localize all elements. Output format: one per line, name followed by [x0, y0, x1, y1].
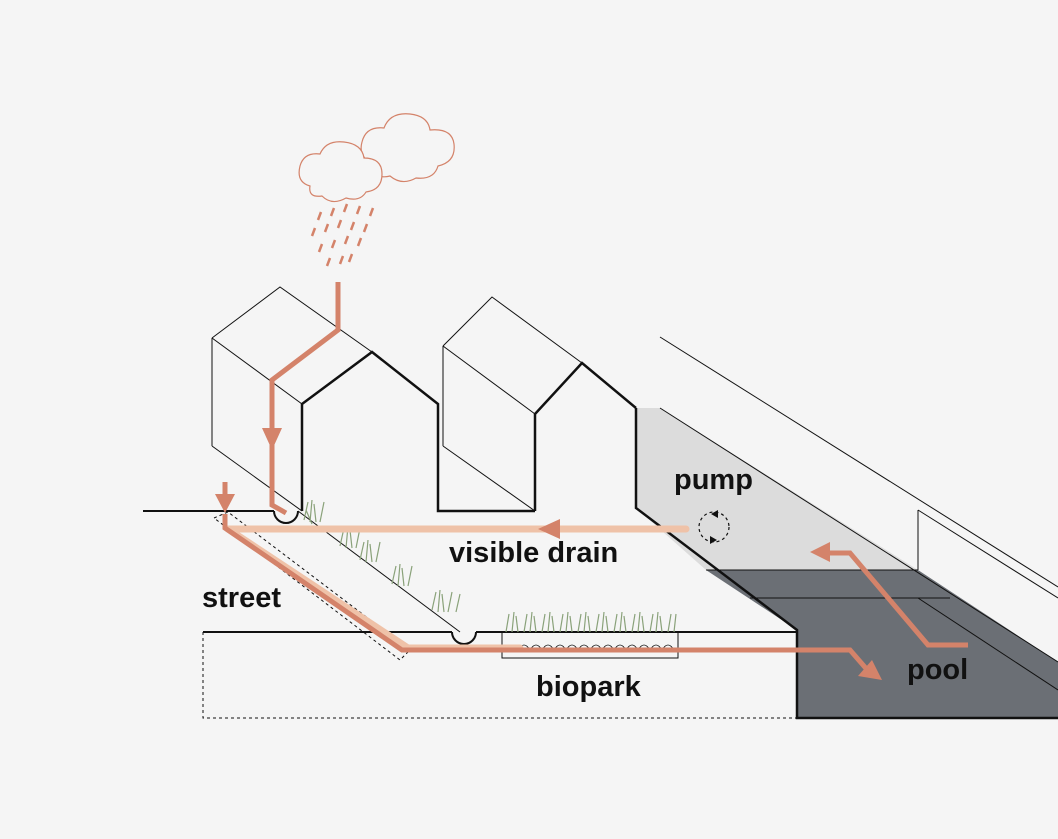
cloud-icon	[298, 113, 455, 203]
label-street: street	[202, 582, 281, 614]
gutter	[273, 510, 299, 524]
canal-edge-line	[659, 407, 1058, 663]
pool-circulation-flow	[822, 550, 968, 648]
flow-arrow-icon	[810, 542, 830, 562]
downpipe-flow	[269, 282, 341, 516]
label-biopark: biopark	[536, 671, 642, 703]
canal-wall-line	[917, 509, 1058, 599]
water-flow	[215, 282, 968, 680]
canal-bank-light	[636, 408, 918, 570]
label-pool: pool	[907, 654, 968, 686]
canal-step-line	[917, 597, 1058, 691]
pump-rotation-icon	[698, 510, 730, 544]
label-visible-drain: visible drain	[449, 537, 618, 569]
grass-icon	[303, 499, 677, 633]
label-pump: pump	[674, 464, 753, 496]
flow-arrow-icon	[858, 660, 882, 680]
canal-edge-line	[659, 336, 1058, 588]
main-channel-flow	[222, 514, 872, 675]
flow-arrow-icon	[538, 519, 560, 539]
quay-edge	[634, 408, 1058, 720]
rain-icon	[310, 203, 375, 267]
house-left	[211, 286, 535, 513]
gutter	[451, 631, 477, 645]
biopark-planter	[501, 631, 679, 659]
canal	[634, 336, 1058, 720]
canal-pool-water	[706, 570, 1058, 718]
flow-arrow-icon	[262, 428, 282, 450]
flow-arrow-icon	[215, 494, 235, 513]
underground-section	[202, 632, 797, 719]
house-middle	[442, 296, 637, 512]
